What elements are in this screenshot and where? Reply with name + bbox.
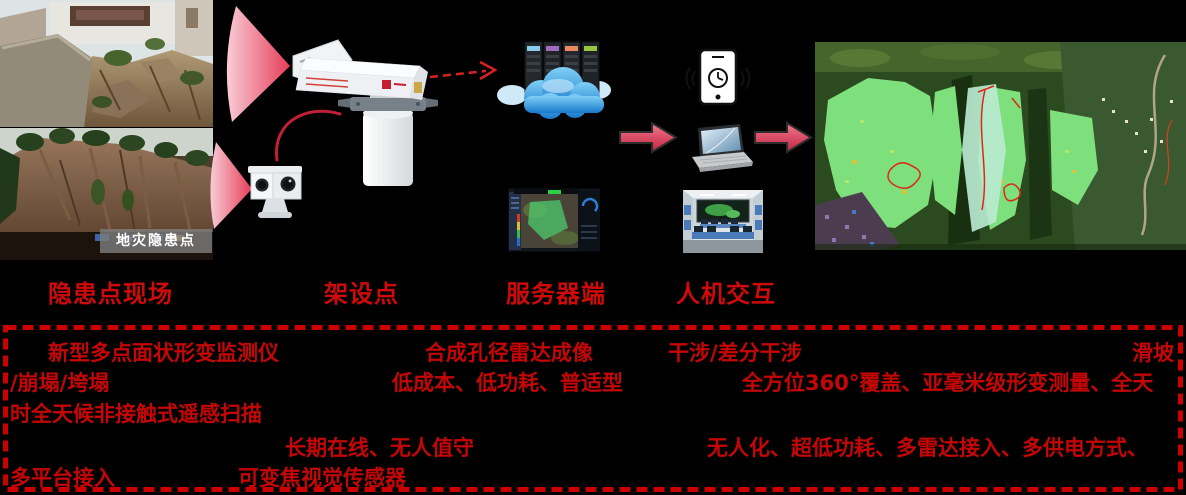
cloud-server-icon [497,41,611,119]
laptop-icon [692,124,753,172]
deformation-terrain-map [815,42,1186,250]
cloud-shape [524,67,604,119]
feature-text-l2b: 低成本、低功耗、普适型 [392,371,623,395]
ptz-camera-icon [248,166,302,218]
feature-text-l2c: 全方位360°覆盖、亚毫米级形变测量、全天 [742,371,1154,395]
flow-arrow-2-icon [754,121,813,154]
feature-text-l4a: 长期在线、无人值守 [285,436,474,460]
flow-arrow-1-icon [619,121,678,154]
features-box-border [3,325,1183,492]
stage-label-hmi: 人机交互 [676,280,776,308]
dashed-arrow-icon [429,60,498,81]
feature-text-l5a: 多平台接入 [10,466,115,490]
feature-text-l5b: 可变焦视觉传感器 [238,466,406,490]
scan-beam-bottom-icon [210,142,252,229]
feature-text-l1d: 滑坡 [1132,341,1174,365]
feature-text-l3a: 时全天候非接触式遥感扫描 [10,402,262,426]
monitoring-software-screenshot [507,187,601,253]
phone-alarm-icon [685,48,751,106]
feature-text-l4b: 无人化、超低功耗、多雷达接入、多供电方式、 [707,436,1148,460]
stage-label-install: 架设点 [324,280,399,308]
feature-text-l1a: 新型多点面状形变监测仪 [48,341,279,365]
scan-beam-top-icon [226,6,290,122]
photo-caption: 地灾隐患点 [100,229,212,253]
stage-label-site: 隐患点现场 [48,280,173,308]
stage-label-server: 服务器端 [506,280,606,308]
feature-text-l1c: 干涉/差分干涉 [668,341,802,365]
sar-radar-device-icon [292,39,438,186]
feature-text-l1b: 合成孔径雷达成像 [425,341,593,365]
control-room-photo [683,190,763,253]
cable-curve [275,109,342,162]
site-photo-landslide [0,0,213,127]
feature-text-l2a: /崩塌/垮塌 [10,371,110,395]
